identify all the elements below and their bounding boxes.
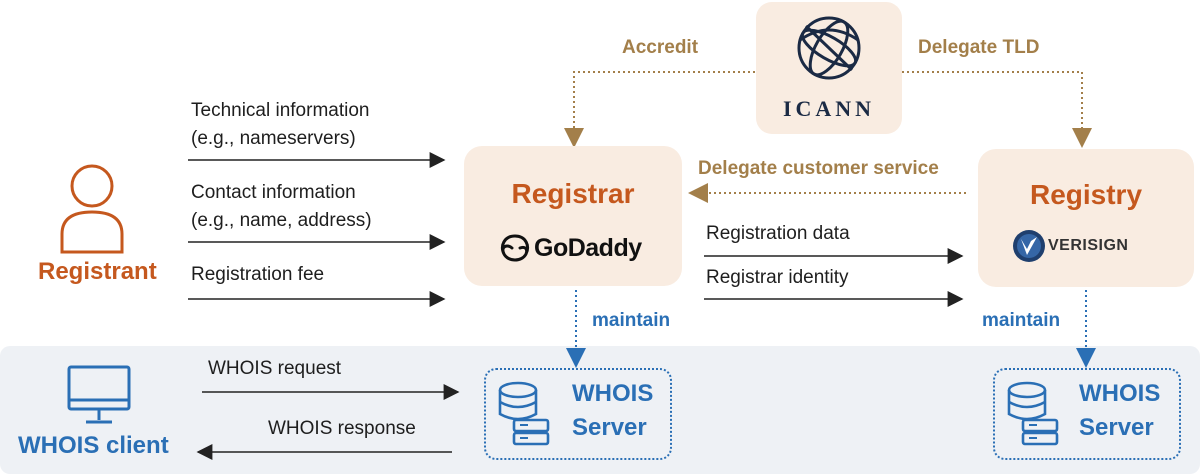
godaddy-logo-icon bbox=[500, 234, 530, 262]
registrar-box: Registrar GoDaddy bbox=[464, 146, 682, 286]
maintain-label-left: maintain bbox=[592, 310, 671, 331]
technical-info-example: (e.g., nameservers) bbox=[191, 128, 356, 149]
registrar-title: Registrar bbox=[511, 178, 635, 209]
whois-client-label: WHOIS client bbox=[18, 432, 169, 459]
whois-server-right: WHOIS Server bbox=[993, 368, 1181, 460]
icann-globe-icon bbox=[797, 16, 861, 80]
icann-box: ICANN bbox=[756, 2, 902, 134]
arrow-accredit bbox=[564, 71, 755, 148]
icann-label: ICANN bbox=[782, 96, 876, 121]
whois-server-left-line1: WHOIS bbox=[572, 380, 654, 407]
registry-title: Registry bbox=[1029, 179, 1143, 210]
maintain-label-right: maintain bbox=[982, 310, 1061, 331]
whois-server-left-line2: Server bbox=[572, 414, 647, 441]
edge-label-whois-response: WHOIS response bbox=[268, 418, 416, 439]
database-icon bbox=[1007, 381, 1059, 446]
verisign-logo-icon bbox=[1013, 230, 1045, 262]
registration-fee-label: Registration fee bbox=[191, 264, 325, 285]
edge-label-delegate-customer-service: Delegate customer service bbox=[698, 158, 939, 179]
registry-box: Registry VERISIGN bbox=[978, 149, 1194, 287]
arrow-delegate-tld bbox=[902, 71, 1092, 148]
contact-info-label: Contact information bbox=[191, 182, 356, 203]
edge-label-accredit: Accredit bbox=[622, 37, 699, 58]
godaddy-wordmark: GoDaddy bbox=[534, 234, 642, 262]
verisign-wordmark: VERISIGN bbox=[1048, 237, 1129, 254]
technical-info-label: Technical information bbox=[191, 100, 370, 121]
edge-label-registration-data: Registration data bbox=[706, 223, 850, 244]
whois-server-right-line2: Server bbox=[1079, 414, 1154, 441]
whois-server-left: WHOIS Server bbox=[484, 368, 672, 460]
person-icon bbox=[60, 164, 124, 254]
monitor-icon bbox=[67, 365, 131, 424]
whois-server-right-line1: WHOIS bbox=[1079, 380, 1161, 407]
edge-label-whois-request: WHOIS request bbox=[208, 358, 342, 379]
registrant-label: Registrant bbox=[38, 258, 157, 285]
edge-label-delegate-tld: Delegate TLD bbox=[918, 37, 1040, 58]
database-icon bbox=[498, 381, 550, 446]
contact-info-example: (e.g., name, address) bbox=[191, 210, 372, 231]
edge-label-registrar-identity: Registrar identity bbox=[706, 267, 849, 288]
